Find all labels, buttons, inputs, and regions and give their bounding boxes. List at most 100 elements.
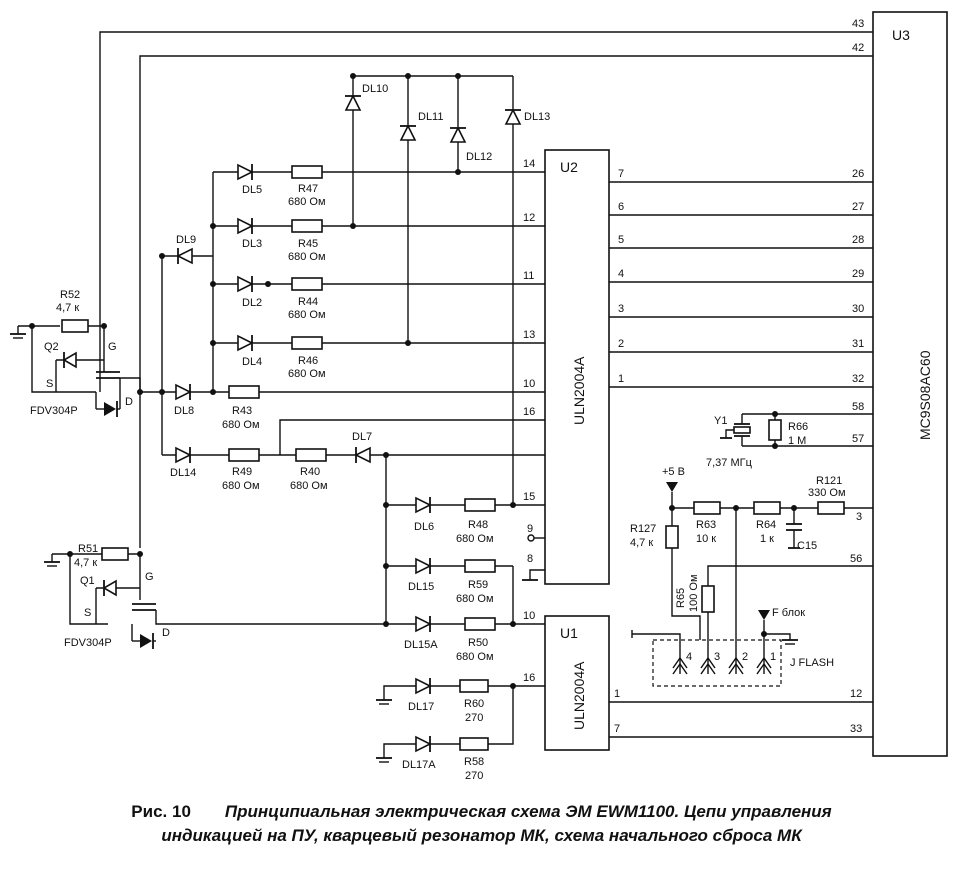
jflash-pin-2: 2 <box>742 651 748 663</box>
u3-pin-56: 56 <box>850 553 862 565</box>
u3-pin-12: 12 <box>850 688 862 700</box>
u2-pin-4: 4 <box>618 268 624 280</box>
chip-u3: U3 MC9S08AC60 <box>872 11 948 757</box>
c15-ref: C15 <box>797 540 817 552</box>
u3-ref: U3 <box>892 27 910 43</box>
led-dl15a: DL15A <box>404 615 438 651</box>
u2-pin-8: 8 <box>527 553 533 565</box>
u3-pin-28: 28 <box>852 234 864 246</box>
resistor-r40: R40 680 Ом <box>290 448 328 492</box>
led-dl17a-label: DL17A <box>402 759 436 771</box>
reset-circuit: +5 В R127 4,7 к R63 10 к R64 1 к R121 C1… <box>630 466 873 652</box>
led-dl8-label: DL8 <box>174 405 194 417</box>
u3-pin-33: 33 <box>850 723 862 735</box>
led-dl3-label: DL3 <box>242 238 262 250</box>
connector-j-flash: 4 3 2 1 J FLASH F блок <box>631 607 834 687</box>
led-dl10: DL10 <box>344 83 388 111</box>
r49-value: 680 Ом <box>222 480 260 492</box>
led-group-middle: 15 9 8 10 <box>383 452 545 627</box>
led-dl7: DL7 <box>352 431 372 464</box>
r65-value: 100 Ом <box>688 574 700 612</box>
led-dl5: DL5 <box>237 163 262 196</box>
u2-pin-13: 13 <box>523 329 535 341</box>
u3-pin-27: 27 <box>852 201 864 213</box>
led-dl17-label: DL17 <box>408 701 434 713</box>
jflash-pin-3: 3 <box>714 651 720 663</box>
u2-pin-16: 16 <box>523 406 535 418</box>
q2-part: FDV304P <box>30 405 78 417</box>
r40-ref: R40 <box>300 466 320 478</box>
caption-number: Рис. 10 <box>131 802 191 821</box>
led-dl2-label: DL2 <box>242 297 262 309</box>
r49-ref: R49 <box>232 466 252 478</box>
vcc-label: +5 В <box>662 466 685 478</box>
q2-source: S <box>46 378 53 390</box>
r58-ref: R58 <box>464 756 484 768</box>
u2-pin-10: 10 <box>523 378 535 390</box>
led-dl8: DL8 <box>174 383 194 417</box>
u2-pin-3: 3 <box>618 303 624 315</box>
u3-pin-26: 26 <box>852 168 864 180</box>
led-dl4: DL4 <box>237 334 262 368</box>
resistor-r60: R60 270 <box>459 679 489 724</box>
q1-source: S <box>84 607 91 619</box>
r44-ref: R44 <box>298 296 318 308</box>
resistor-r49: R49 680 Ом <box>222 448 260 492</box>
led-dl15: DL15 <box>408 557 434 593</box>
u1-pin-1: 1 <box>614 688 620 700</box>
r63-ref: R63 <box>696 519 716 531</box>
r121-ref: R121 <box>816 475 842 487</box>
u2-pin-9: 9 <box>527 523 533 535</box>
r47-ref: R47 <box>298 183 318 195</box>
resistor-r50: R50 680 Ом <box>456 617 496 663</box>
u2-ref: U2 <box>560 159 578 175</box>
u1-pin-10: 10 <box>523 610 535 622</box>
u2-pin-15: 15 <box>523 491 535 503</box>
led-dl15a-label: DL15A <box>404 639 438 651</box>
led-dl9-label: DL9 <box>176 234 196 246</box>
u2-pin-6: 6 <box>618 201 624 213</box>
r52-value: 4,7 к <box>56 302 79 314</box>
led-dl4-label: DL4 <box>242 356 262 368</box>
u2-to-u3-lines: 7 6 5 4 3 2 1 26 27 28 29 30 31 32 <box>609 168 873 388</box>
crystal-y1: Y1 R66 1 М 7,37 МГц 58 57 <box>706 401 873 469</box>
led-dl14: DL14 <box>170 446 196 479</box>
u3-top-lines: 43 42 <box>99 18 873 548</box>
led-dl17a: DL17A <box>402 735 436 771</box>
q2-drain: D <box>125 396 133 408</box>
led-dl2: DL2 <box>237 275 262 309</box>
led-dl6-label: DL6 <box>414 521 434 533</box>
u2-pin-7: 7 <box>618 168 624 180</box>
led-dl13-label: DL13 <box>524 111 550 123</box>
r121-value: 330 Ом <box>808 487 846 499</box>
u2-part: ULN2004A <box>571 356 587 425</box>
r59-ref: R59 <box>468 579 488 591</box>
u3-pin-42: 42 <box>852 42 864 54</box>
r46-value: 680 Ом <box>288 368 326 380</box>
u3-pin-30: 30 <box>852 303 864 315</box>
r66-ref: R66 <box>788 421 808 433</box>
resistor-r43: R43 680 Ом <box>222 385 260 431</box>
led-group-bottom: 16 <box>376 672 545 763</box>
u3-pin-3: 3 <box>856 511 862 523</box>
resistor-r44: R44 680 Ом <box>288 277 326 321</box>
u3-pin-43: 43 <box>852 18 864 30</box>
led-dl12: DL12 <box>449 126 492 163</box>
resistor-r46: R46 680 Ом <box>288 336 326 380</box>
r60-ref: R60 <box>464 698 484 710</box>
jflash-pin-4: 4 <box>686 651 692 663</box>
y1-value: 7,37 МГц <box>706 457 753 469</box>
u2-pin-2: 2 <box>618 338 624 350</box>
jflash-pin-1: 1 <box>770 651 776 663</box>
r43-value: 680 Ом <box>222 419 260 431</box>
r59-value: 680 Ом <box>456 593 494 605</box>
u2-pin-12: 12 <box>523 212 535 224</box>
chip-u2: U2 ULN2004A <box>544 149 610 585</box>
u1-pin-16: 16 <box>523 672 535 684</box>
u3-pin-31: 31 <box>852 338 864 350</box>
r50-value: 680 Ом <box>456 651 494 663</box>
led-dl3: DL3 <box>237 217 262 250</box>
jflash-ref: J FLASH <box>790 657 834 669</box>
